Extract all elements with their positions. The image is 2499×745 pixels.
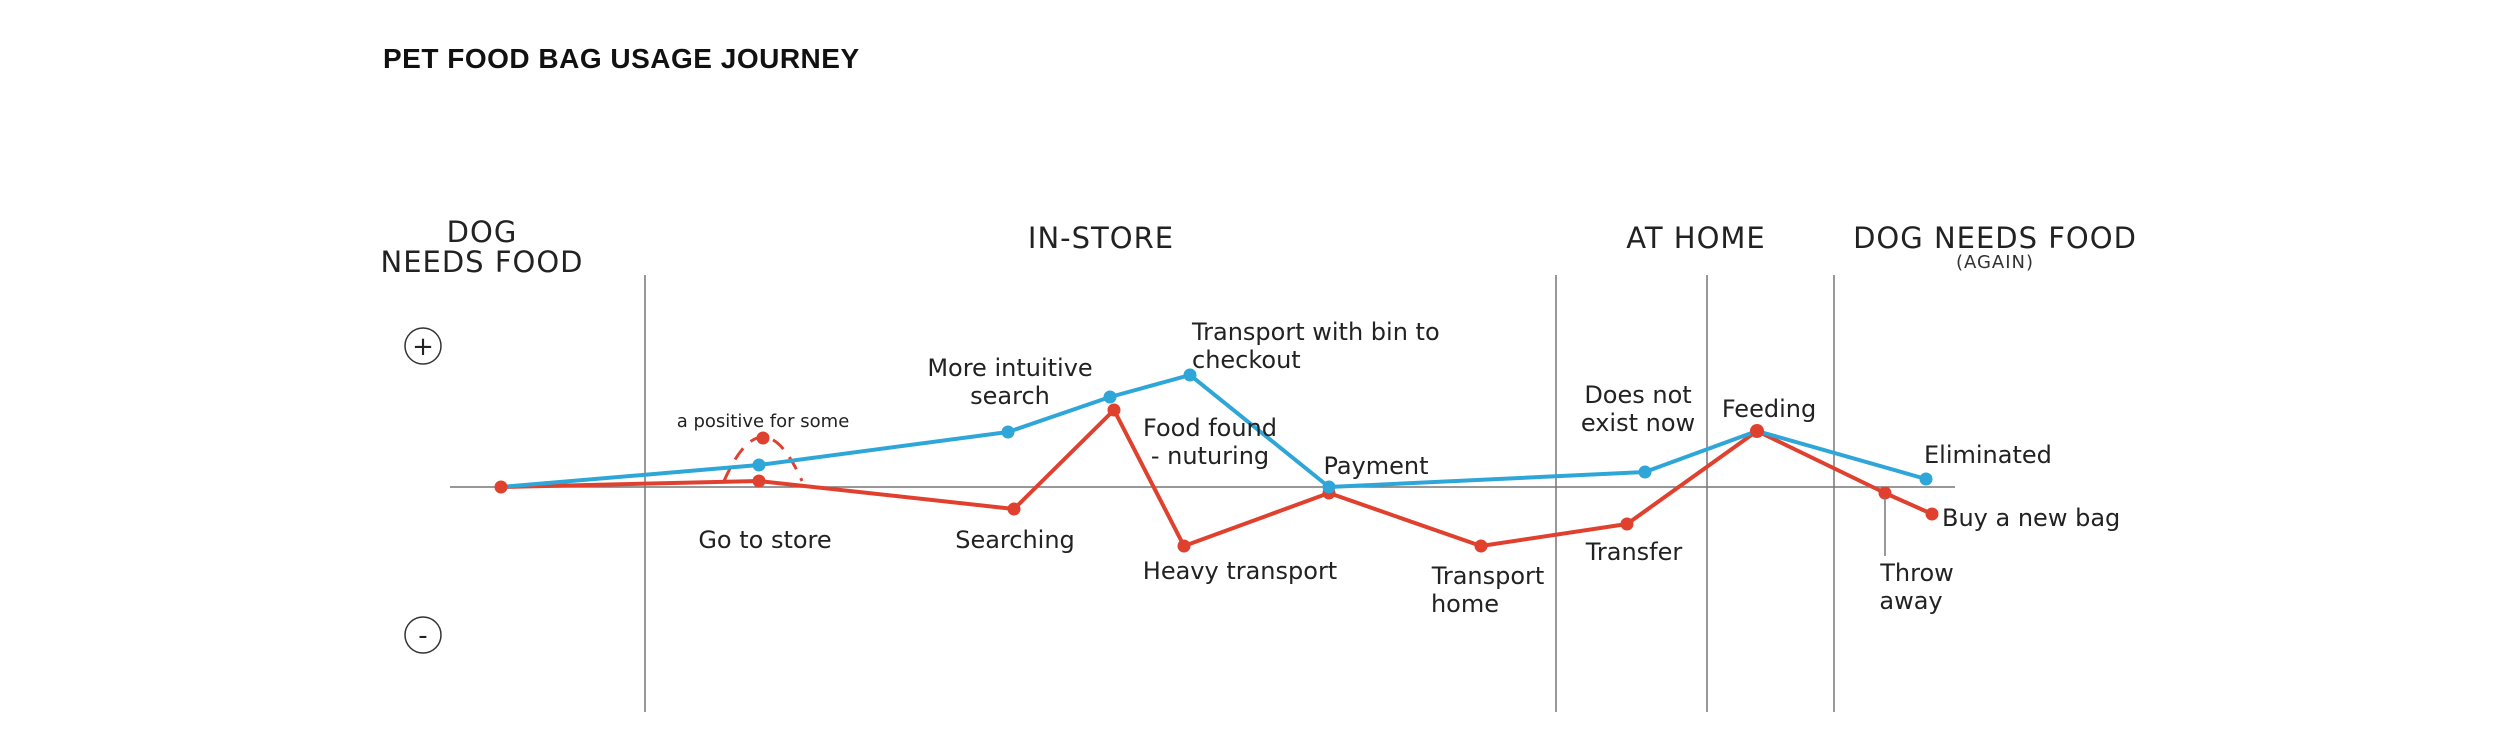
blue-point-eliminated [1919,472,1933,486]
label-transport-bin-1: Transport with bin to [1191,318,1440,346]
red-point-transport-home [1474,539,1488,553]
label-feeding: Feeding [1722,395,1816,423]
plus-marker-circle [404,327,442,365]
label-does-not-exist-2: exist now [1581,409,1695,437]
label-food-found-1: Food found [1143,414,1277,442]
label-searching: Searching [955,526,1075,554]
minus-marker-circle [404,616,442,654]
plus-icon: + [412,332,434,362]
section-again-subtitle: (AGAIN) [1956,252,2034,273]
label-buy-new-bag: Buy a new bag [1942,504,2120,532]
blue-point-payment [1322,480,1336,494]
label-transport-home-2: home [1431,590,1499,618]
blue-point-intuitive-search [1001,425,1015,439]
label-transport-bin-2: checkout [1192,346,1301,374]
blue-point-mid [1103,390,1117,404]
label-throw-away-2: away [1879,587,1942,615]
red-point-searching [1007,502,1021,516]
section-dog-needs-food-again: DOG NEEDS FOOD [1853,221,2137,255]
section-at-home: AT HOME [1626,221,1766,255]
red-point-go-to-store [752,474,766,488]
red-point-throw-away [1878,486,1892,500]
blue-point-does-not-exist [1638,465,1652,479]
label-transfer: Transfer [1585,538,1683,566]
blue-point-transport-bin [1183,368,1197,382]
label-eliminated: Eliminated [1924,441,2052,469]
section-dog-needs-food-line-2: NEEDS FOOD [381,245,584,279]
label-heavy-transport: Heavy transport [1143,557,1337,585]
section-dog-needs-food-line-1: DOG [447,215,518,249]
label-go-to-store: Go to store [698,526,831,554]
red-point-heavy-transport [1177,539,1191,553]
section-in-store: IN-STORE [1028,221,1174,255]
red-point-start [494,480,508,494]
diagram-title: PET FOOD BAG USAGE JOURNEY [383,43,860,74]
positive-for-some-point [756,431,770,445]
blue-point-go-to-store [752,458,766,472]
label-throw-away-1: Throw [1879,559,1954,587]
positive-for-some-note: a positive for some [677,411,850,432]
label-more-intuitive-search-1: More intuitive [927,354,1092,382]
label-food-found-2: - nuturing [1151,442,1269,470]
label-more-intuitive-search-2: search [970,382,1050,410]
red-point-food-found [1107,403,1121,417]
red-point-buy-new-bag [1925,507,1939,521]
label-does-not-exist-1: Does not [1584,381,1691,409]
minus-icon: - [418,621,427,651]
red-point-transfer [1620,517,1634,531]
label-payment: Payment [1323,452,1428,480]
label-transport-home-1: Transport [1431,562,1545,590]
point-feeding [1750,424,1764,438]
